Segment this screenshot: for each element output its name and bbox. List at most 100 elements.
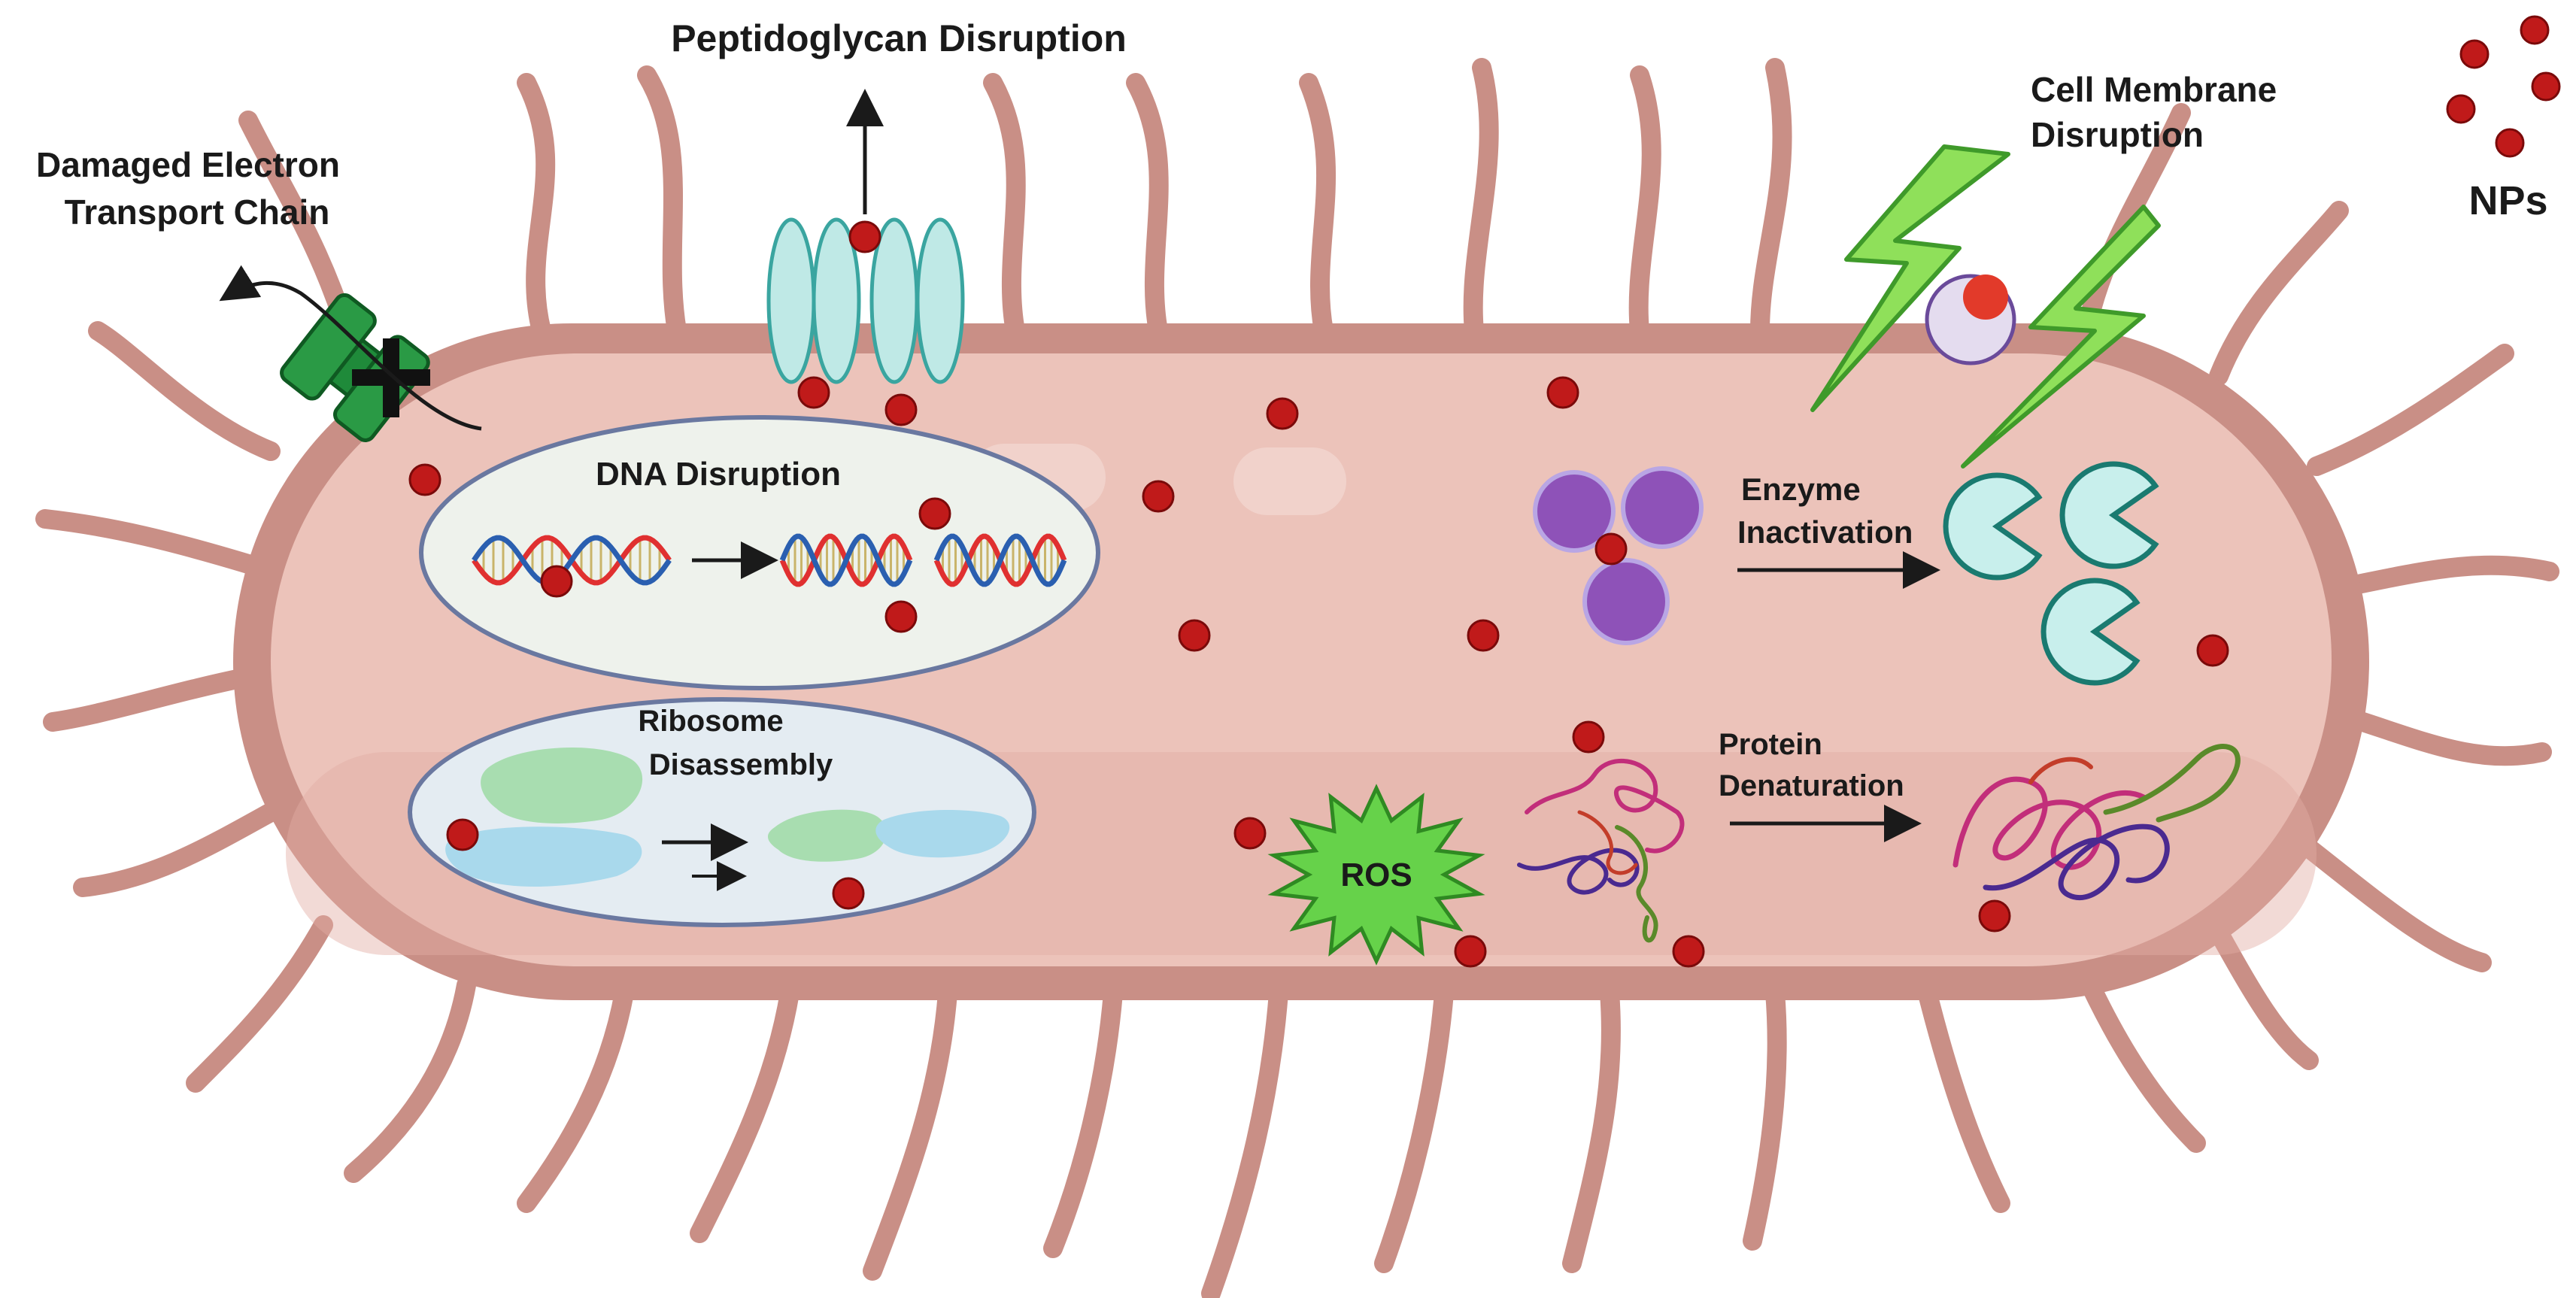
nanoparticle-icon (1672, 935, 1705, 968)
flagellum (344, 975, 476, 1183)
nanoparticle-icon (1233, 817, 1267, 850)
flagellum (35, 509, 258, 574)
nanoparticle-icon (884, 393, 918, 426)
peptidoglycan-icon (766, 89, 965, 384)
ribosome-icon (445, 747, 643, 887)
lightning-icon (1961, 205, 2161, 469)
pacman-enzyme-icon (2040, 578, 2141, 686)
nanoparticle-icon (2520, 15, 2550, 45)
protein-strand (1577, 810, 1638, 875)
cell-highlight (1233, 447, 1346, 515)
flagellum (983, 73, 1026, 341)
pacman-enzyme-icon (1943, 472, 2043, 581)
dna-strand (472, 535, 672, 586)
flagellum (88, 321, 281, 461)
label-protein-line1: Protein (1719, 728, 1822, 761)
protein-coil-icon (1952, 744, 2241, 900)
flagellum (863, 983, 957, 1281)
nanoparticle-icon (2459, 39, 2490, 69)
flagellum (1743, 983, 1787, 1251)
ribosome-icon (767, 809, 887, 862)
enzyme-icon (1533, 470, 1616, 553)
damage-cross-icon (352, 338, 430, 417)
flagellum (2292, 832, 2492, 972)
label-protein-line2: Denaturation (1719, 769, 1904, 802)
flagellum (2074, 960, 2206, 1153)
protein-coil-icon (1517, 759, 1685, 943)
label-nps: NPs (2468, 178, 2547, 223)
nanoparticle-icon (918, 497, 951, 530)
flagellum (1126, 73, 1169, 341)
dna-helix-icon (779, 533, 913, 587)
nanoparticle-icon (540, 565, 573, 598)
protein-strand (1952, 776, 2147, 870)
nanoparticle-icon (1572, 720, 1605, 754)
lightning-icon (1810, 144, 2010, 412)
enzyme-icon (1582, 558, 1670, 645)
nanoparticle-icon (1546, 376, 1579, 409)
nanoparticle-icon (1178, 619, 1211, 652)
protein-strand (1615, 825, 1658, 943)
enzyme-icon (1621, 466, 1704, 549)
flagella (35, 58, 2559, 1298)
nanoparticle-icon (884, 600, 918, 633)
peptidoglycan-rod (766, 217, 816, 384)
nanoparticle-icon (1467, 619, 1500, 652)
flagellum (73, 802, 281, 897)
nanoparticle-icon (408, 463, 441, 496)
dna-helix-icon (472, 535, 672, 586)
flagellum (2209, 201, 2349, 386)
nanoparticle-icon (1266, 397, 1299, 430)
nps-legend: NPs (2446, 15, 2561, 223)
flagellum (1628, 65, 1661, 341)
flagellum (517, 73, 556, 341)
protein-strand (1983, 823, 2170, 900)
nanoparticle-icon (1594, 532, 1628, 566)
nanoparticle-icon (2446, 94, 2476, 124)
nanoparticle-icon (446, 818, 479, 851)
nanoparticle-icon (2495, 128, 2525, 158)
nanoparticle-icon (832, 877, 865, 910)
flagellum (1750, 58, 1792, 341)
flagellum (1043, 983, 1123, 1258)
vesicle-icon (1925, 274, 2016, 365)
label-membrane-line2: Disruption (2031, 115, 2204, 154)
label-dna-disruption: DNA Disruption (596, 456, 841, 493)
peptidoglycan-rod (915, 217, 965, 384)
flagellum (2329, 705, 2552, 766)
nanoparticle-icon (2196, 634, 2229, 667)
pacman-enzyme-icon (2059, 461, 2159, 569)
dna-disruption-panel: DNA Disruption (419, 415, 1100, 690)
protein-strand (2103, 744, 2241, 823)
nanoparticles (408, 220, 2229, 968)
dna-strand (933, 533, 1067, 587)
ros-burst-icon: ROS (1267, 784, 1485, 966)
nanoparticle-icon (848, 220, 881, 253)
etc-channel-icon (219, 265, 482, 442)
peptidoglycan-rod (812, 217, 861, 384)
flagellum (43, 667, 258, 732)
label-etc-line1: Damaged Electron (36, 145, 340, 184)
protein-strand (2028, 757, 2093, 784)
flagellum (186, 915, 333, 1093)
flagellum (2209, 923, 2319, 1070)
label-enzyme-line1: Enzyme (1741, 472, 1861, 507)
flagellum (1201, 983, 1288, 1298)
label-enzyme-line2: Inactivation (1737, 514, 1913, 550)
nanoparticle-icon (1963, 274, 2008, 320)
flagellum (690, 983, 800, 1243)
label-peptidoglycan-disruption: Peptidoglycan Disruption (671, 17, 1127, 59)
flagellum (1916, 975, 2010, 1213)
flagellum (2337, 555, 2559, 596)
flagellum (1562, 983, 1621, 1273)
flagellum (1374, 983, 1454, 1273)
ribosome-panel: Ribosome Disassembly (408, 697, 1036, 927)
enzyme-group (1533, 466, 1704, 645)
nanoparticle-icon (797, 376, 830, 409)
flagellum (637, 65, 687, 341)
flagellum (1299, 73, 1337, 341)
pacman-enzyme-group (1943, 461, 2159, 686)
label-ribosome-line1: Ribosome (638, 705, 783, 738)
flagellum (1463, 58, 1499, 341)
dna-helix-icon (933, 533, 1067, 587)
